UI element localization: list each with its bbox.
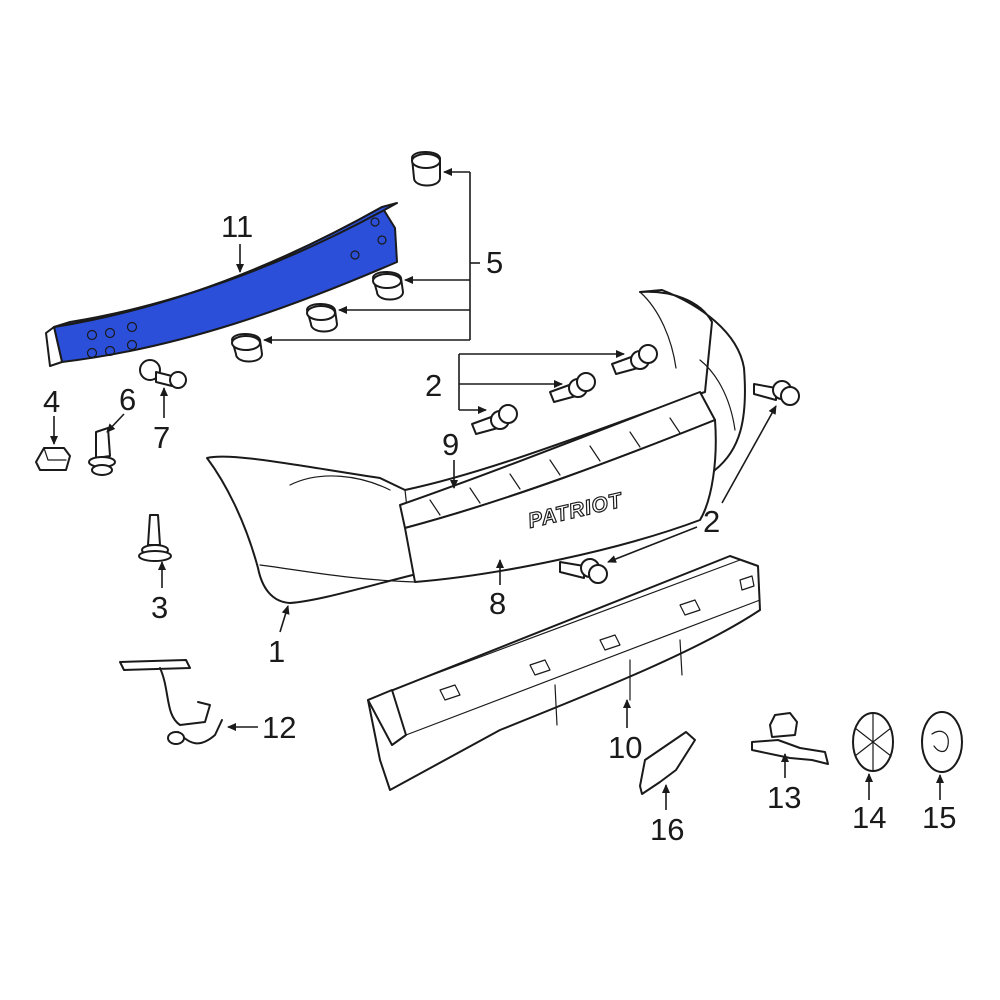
callout-2a: 2	[425, 368, 442, 403]
leader-lines	[50, 168, 944, 810]
energy-absorber-part-10[interactable]	[367, 555, 761, 791]
retainer-part-4[interactable]	[35, 447, 71, 471]
callout-13: 13	[767, 780, 801, 815]
retainer-clip-part-15[interactable]	[921, 711, 963, 773]
callout-10: 10	[608, 730, 642, 765]
callout-6: 6	[119, 382, 136, 417]
callout-4: 4	[43, 384, 60, 419]
callout-9: 9	[442, 427, 459, 462]
nut-bracket-part-13[interactable]	[751, 712, 829, 765]
callout-1: 1	[268, 634, 285, 669]
push-pin-part-2[interactable]	[471, 344, 800, 584]
callout-14: 14	[852, 800, 886, 835]
callout-8: 8	[489, 586, 506, 621]
grommet-part-14[interactable]	[852, 712, 894, 772]
callout-11: 11	[221, 209, 253, 244]
callout-16: 16	[650, 812, 684, 847]
callout-3: 3	[151, 590, 168, 625]
callout-2b: 2	[703, 504, 720, 539]
callout-labels: 11 5 2 2 9 8 1 3 4 6 7 12 10 16 13 14 15	[43, 209, 956, 847]
callout-15: 15	[922, 800, 956, 835]
screw-part-3[interactable]	[138, 514, 172, 562]
clip-part-7[interactable]	[139, 359, 187, 389]
callout-12: 12	[262, 710, 296, 745]
applique-part-8[interactable]: PATRIOT	[404, 419, 717, 583]
wiring-harness-part-12[interactable]	[119, 659, 223, 745]
callout-5: 5	[486, 245, 503, 280]
reinforcement-beam-part-11[interactable]	[45, 202, 398, 367]
clip-part-6[interactable]	[88, 427, 116, 476]
bracket-part-16[interactable]	[639, 731, 696, 795]
spacer-part-5[interactable]	[231, 151, 441, 363]
callout-7: 7	[153, 420, 170, 455]
